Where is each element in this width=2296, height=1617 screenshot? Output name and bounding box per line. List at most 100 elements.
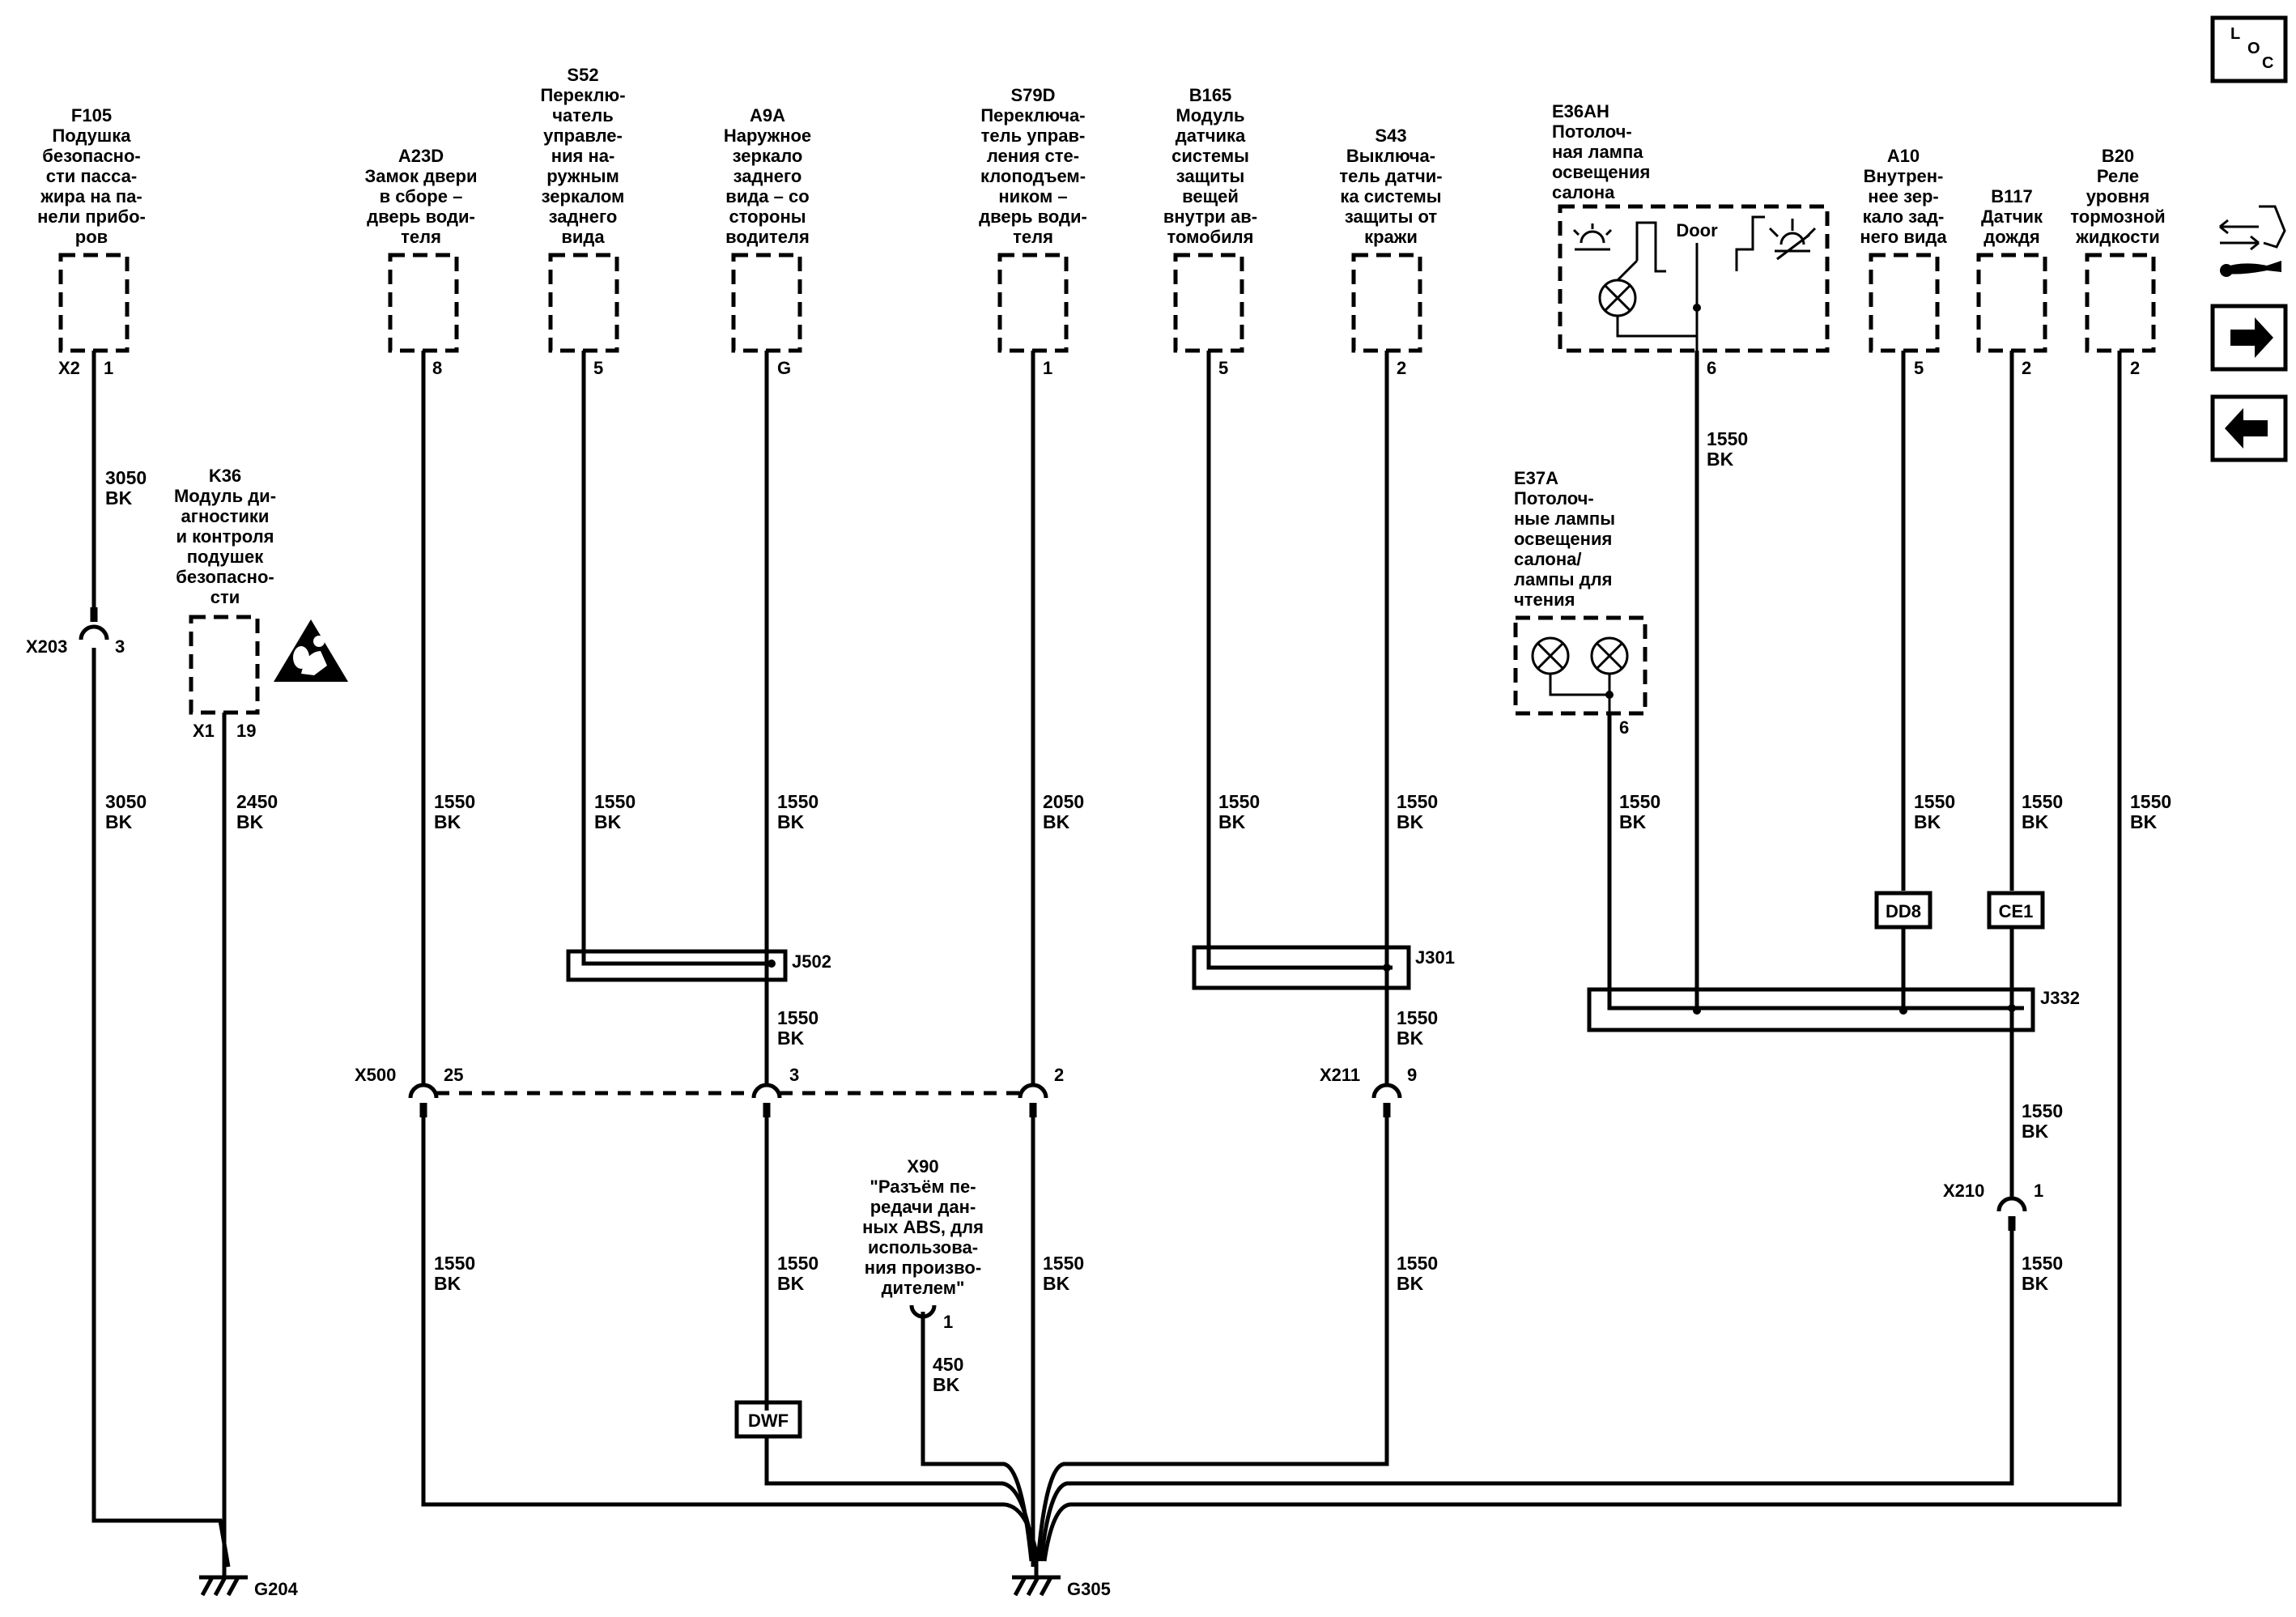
wire-color: BK <box>105 487 133 509</box>
tag-label: DWF <box>748 1411 789 1431</box>
pin-label: 1 <box>1043 358 1052 378</box>
component-desc: Модуль ди- <box>174 486 276 506</box>
pin-label: 5 <box>593 358 603 378</box>
pin-label: 2 <box>2022 358 2031 378</box>
component-desc: агностики <box>181 506 270 526</box>
component-id: S52 <box>567 65 598 85</box>
component-box-e36ah <box>1558 204 1830 353</box>
wire-gauge: 2450 <box>236 791 278 812</box>
ground-label: G204 <box>254 1579 299 1599</box>
label-k36: K36 Модуль ди- агностики и контроля поду… <box>174 466 276 607</box>
pin-label: 9 <box>1407 1065 1417 1085</box>
wire-color: BK <box>777 1028 805 1049</box>
pin-label: 1 <box>104 358 113 378</box>
pin-label: 2 <box>1054 1065 1064 1085</box>
wire-gauge: 1550 <box>594 791 636 812</box>
component-desc: дителем" <box>882 1278 965 1298</box>
splice-j332 <box>1587 987 2035 1032</box>
label-a10: A10 Внутрен- нее зер- кало зад- него вид… <box>1860 146 1947 247</box>
tag-dwf <box>734 1400 802 1439</box>
door-switch-contact <box>1635 221 1666 273</box>
wire-gauge: 1550 <box>777 1253 818 1274</box>
connector-label: X500 <box>355 1065 396 1085</box>
light-off-icon <box>1572 223 1613 251</box>
wire-gauge: 1550 <box>1397 791 1438 812</box>
component-desc: салона <box>1552 182 1615 202</box>
component-desc: салона/ <box>1514 549 1582 569</box>
component-id: S43 <box>1375 126 1406 146</box>
component-desc: внутри ав- <box>1163 206 1257 227</box>
component-id: B20 <box>2102 146 2134 166</box>
component-id: A23D <box>398 146 444 166</box>
forward-button[interactable] <box>2210 304 2288 372</box>
connector-label: X1 <box>193 721 215 741</box>
loc-letter: C <box>2262 54 2273 72</box>
pin-label: 3 <box>789 1065 799 1085</box>
lamp-icon <box>1590 636 1629 675</box>
label-b117: B117 Датчик дождя <box>1981 186 2043 247</box>
label-e37a: E37A Потолоч- ные лампы освещения салона… <box>1514 468 1615 610</box>
component-desc: тель датчи- <box>1339 166 1442 186</box>
component-desc: вида – со <box>725 186 809 206</box>
arrow-right-icon <box>2230 317 2273 358</box>
component-box-b117 <box>1976 253 2047 353</box>
component-desc: ная лампа <box>1552 142 1643 162</box>
pin-label: 8 <box>432 358 442 378</box>
component-id: E36AH <box>1552 101 1609 121</box>
component-box-s43 <box>1351 253 1422 353</box>
wire-color: BK <box>2022 1273 2049 1294</box>
pin-label: 1 <box>2034 1181 2043 1201</box>
component-desc: защиты от <box>1345 206 1438 227</box>
connector-label: X203 <box>26 636 67 657</box>
component-desc: датчика <box>1176 126 1246 146</box>
e36ah-internals: Door <box>1572 215 1817 351</box>
component-desc: подушек <box>187 547 264 567</box>
component-id: K36 <box>209 466 241 486</box>
door-label: Door <box>1676 220 1718 240</box>
connector-label: X210 <box>1943 1181 1984 1201</box>
wire-color: BK <box>434 1273 461 1294</box>
wire-gauge: 3050 <box>105 791 147 812</box>
wire-gauge: 1550 <box>1397 1253 1438 1274</box>
component-desc: ления сте- <box>987 146 1079 166</box>
label-s43: S43 Выключа- тель датчи- ка системы защи… <box>1339 126 1442 247</box>
pin-label: G <box>777 358 791 378</box>
wire-color: BK <box>594 811 622 832</box>
pin-label: 6 <box>1619 717 1629 738</box>
component-desc: ные лампы <box>1514 509 1615 529</box>
pin-label: 2 <box>1397 358 1406 378</box>
wire-gauge: 1550 <box>1707 428 1748 449</box>
component-desc: сти <box>210 587 240 607</box>
component-desc: жира на па- <box>40 186 142 206</box>
component-desc: жидкости <box>2075 227 2160 247</box>
splice-j502 <box>566 949 788 982</box>
service-info-icon[interactable] <box>2219 205 2286 277</box>
back-button[interactable] <box>2210 394 2288 462</box>
location-button[interactable]: L O C <box>2210 15 2288 83</box>
label-a9a: A9A Наружное зеркало заднего вида – со с… <box>724 105 811 247</box>
label-a23d: A23D Замок двери в сборе – дверь води- т… <box>365 146 478 247</box>
component-desc: вещей <box>1182 186 1239 206</box>
tag-label: DD8 <box>1886 901 1921 921</box>
wire-color: BK <box>1914 811 1941 832</box>
component-box-b20 <box>2085 253 2156 353</box>
wire-gauge: 1550 <box>777 1007 818 1028</box>
component-desc: Потолоч- <box>1514 488 1594 509</box>
component-desc: безопасно- <box>176 567 274 587</box>
component-desc: кало зад- <box>1863 206 1945 227</box>
component-desc: использова- <box>868 1237 978 1257</box>
component-box-s79d <box>997 253 1069 353</box>
wire-color: BK <box>1707 449 1734 470</box>
component-desc: и контроля <box>176 526 274 547</box>
component-desc: ка системы <box>1340 186 1441 206</box>
arrow-left-icon <box>2225 408 2268 449</box>
component-desc: в сборе – <box>380 186 463 206</box>
component-desc: тель управ- <box>981 126 1086 146</box>
tag-label: CE1 <box>1999 901 2034 921</box>
component-desc: лампы для <box>1514 569 1612 589</box>
wire-gauge: 1550 <box>1397 1007 1438 1028</box>
pin-label: 19 <box>236 721 256 741</box>
component-desc: редачи дан- <box>870 1197 976 1217</box>
wire-color: BK <box>2022 1121 2049 1142</box>
component-desc: теля <box>1013 227 1053 247</box>
